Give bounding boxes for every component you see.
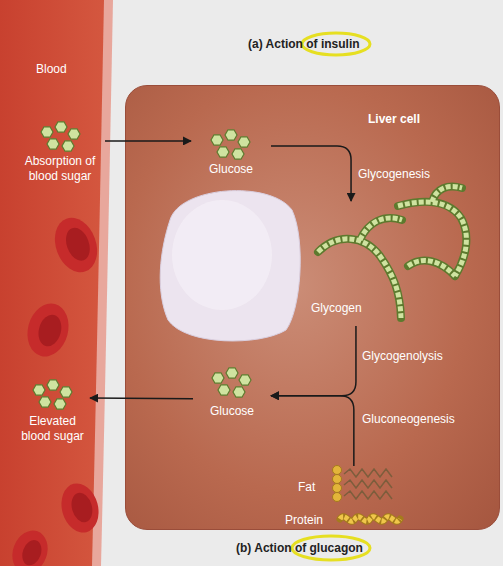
cell-body: [22, 299, 75, 362]
glycogen-chain: [408, 261, 455, 276]
process-arrow: [105, 140, 191, 142]
text-area: Liver cell: [126, 86, 499, 127]
glycogen-chain: [360, 218, 402, 240]
glycogen-chain: [360, 218, 402, 240]
cell-body: [56, 479, 104, 537]
protein-chain-outline: [340, 517, 400, 522]
cell-center: [62, 225, 94, 264]
node-label: Blood: [36, 62, 115, 77]
fat-group: Fat: [286, 466, 401, 504]
glycerol-bead: [333, 475, 342, 484]
text-area: Glucose: [193, 366, 271, 419]
glycerol-bead: [333, 493, 342, 502]
cell-center: [35, 312, 65, 349]
process-label: Glycogenolysis: [362, 349, 443, 364]
glycogen-chain: [318, 239, 401, 318]
blood-sugar-group: Absorption of blood sugar: [15, 118, 105, 202]
nucleus-highlight: [172, 200, 272, 310]
glycerol-bead: [333, 484, 342, 493]
glucose-cluster: [211, 130, 250, 159]
glycerol-bead: [333, 466, 342, 475]
blood-sugar-group: Elevated blood sugar: [15, 380, 90, 475]
cell-center: [19, 537, 45, 566]
fat-molecule: [333, 466, 393, 502]
fatty-acid: [344, 469, 392, 477]
node-label: Fat: [298, 480, 401, 495]
cell-body: [48, 212, 105, 278]
vessel-shape: [0, 0, 115, 566]
red-blood-cell: [56, 479, 104, 537]
glycogen-chain: [318, 239, 401, 318]
node-label: Glucose: [191, 162, 271, 177]
text-area: Glucose: [191, 129, 271, 177]
cell-body: [7, 526, 54, 566]
glucose-cluster: [212, 368, 251, 397]
glycogen-outline: [318, 187, 466, 318]
glycogen-chain: [432, 187, 462, 202]
process-arrow: [271, 326, 356, 396]
red-blood-cell: [7, 526, 54, 566]
vessel-lumen: [0, 0, 104, 566]
glycogen-group: Glycogen: [301, 201, 476, 326]
protein-group: Protein: [271, 509, 401, 531]
node-label: Elevated blood sugar: [17, 414, 88, 444]
glycogen-chain: [408, 261, 455, 276]
liver-cell: Liver cellGlucoseGlycogenGlucoseFatProte…: [125, 85, 500, 530]
cell-center: [68, 490, 95, 524]
glycogen-chain: [432, 187, 462, 202]
glycogen-chain: [398, 202, 466, 276]
fatty-acid: [344, 491, 392, 499]
node-label: Absorption of blood sugar: [19, 154, 101, 184]
text-area: Fat: [286, 466, 401, 495]
red-blood-cell: [48, 212, 105, 278]
fatty-acid: [344, 480, 392, 488]
process-arrow: [90, 397, 193, 399]
process-label: Gluconeogenesis: [362, 412, 455, 427]
glucose-cluster: [33, 380, 72, 409]
process-label: Glycogenesis: [358, 167, 430, 182]
text-area: Protein: [271, 509, 401, 528]
node-label: Glucose: [193, 404, 271, 419]
glucose-group: Glucose: [193, 366, 271, 428]
glucose-group: Glucose: [191, 129, 271, 179]
text-area: Elevated blood sugar: [15, 380, 90, 444]
node-label: Protein: [285, 513, 401, 528]
process-arrow: [271, 146, 351, 201]
protein-chain: [340, 517, 400, 522]
glucose-cluster: [41, 122, 80, 151]
figure-caption: (b) Action of glucagon: [236, 541, 363, 555]
text-area: Glycogen: [301, 201, 476, 316]
text-area: Absorption of blood sugar: [15, 118, 105, 184]
node-label: Glycogen: [311, 301, 476, 316]
node-label: Liver cell: [368, 112, 499, 127]
blood-vessel: BloodAbsorption of blood sugarElevated b…: [0, 0, 115, 566]
figure-title: (a) Action of insulin: [248, 37, 360, 51]
text-area: Blood: [0, 0, 115, 77]
glycogen-fill: [318, 187, 466, 318]
red-blood-cell: [22, 299, 75, 362]
nucleus: [160, 191, 300, 341]
vessel-wall: [0, 0, 113, 566]
glycogen-chain: [398, 202, 466, 276]
process-arrow: [271, 396, 354, 466]
